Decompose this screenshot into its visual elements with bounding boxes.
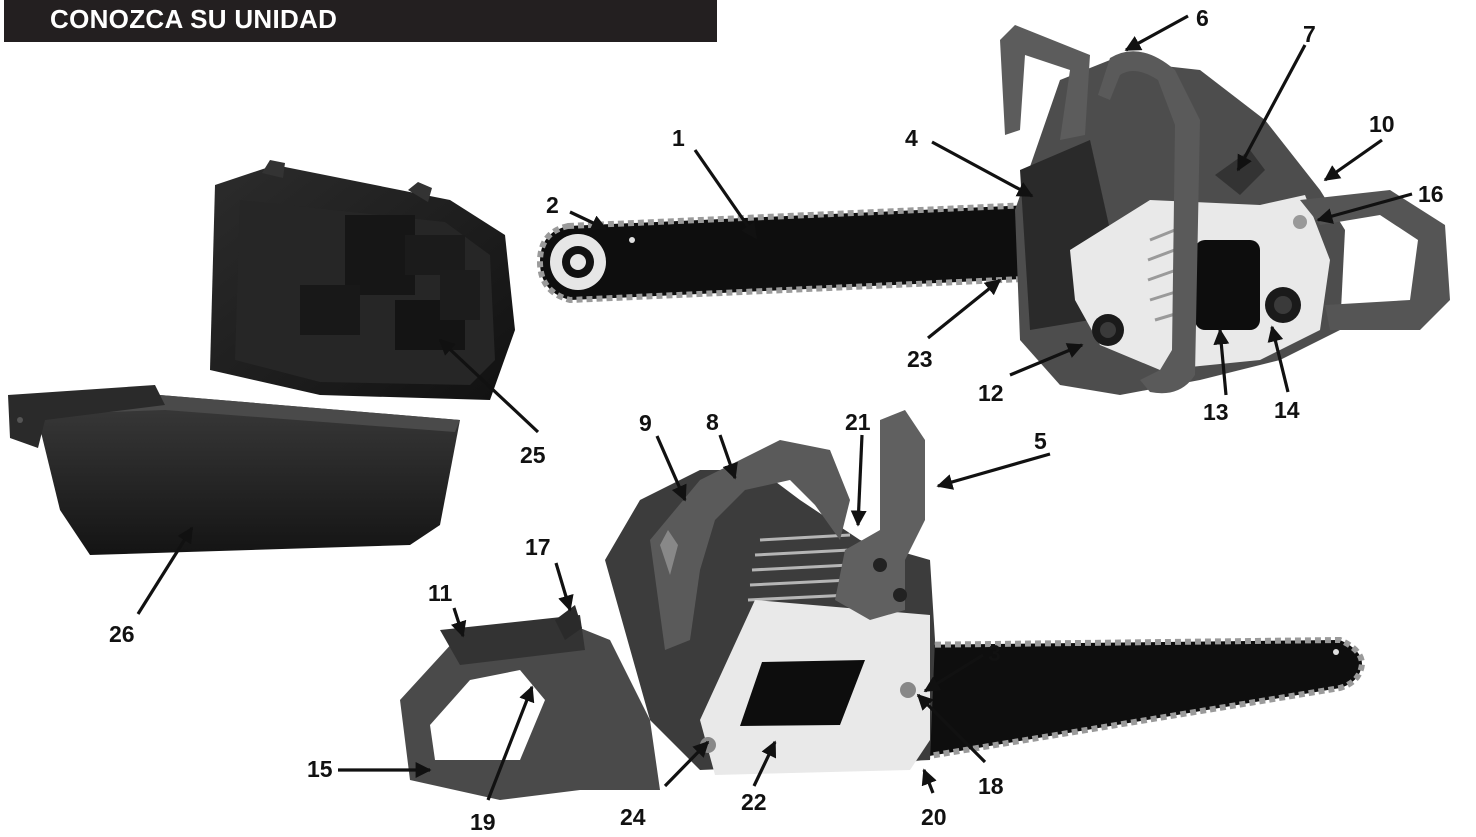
callout-14: 14	[1274, 397, 1300, 423]
callout-17: 17	[525, 534, 551, 560]
callout-5: 5	[1034, 428, 1047, 454]
callout-24: 24	[620, 804, 646, 830]
callout-8: 8	[706, 409, 719, 435]
page-title: CONOZCA SU UNIDAD	[50, 4, 338, 34]
callout-23: 23	[907, 346, 933, 372]
leader-lines	[136, 14, 1413, 801]
callout-19: 19	[470, 809, 496, 835]
callout-18: 18	[978, 773, 1004, 799]
chainsaw-side-view-icon	[536, 25, 1450, 395]
header-bar: CONOZCA SU UNIDAD	[4, 0, 717, 42]
callout-15: 15	[307, 756, 333, 782]
callout-6: 6	[1196, 5, 1209, 31]
callout-2: 2	[546, 192, 559, 218]
carrying-case-icon	[8, 160, 515, 555]
callout-labels: 1 2 3 4 5 6 7 8 9 10 11 12 13 14 15 16 1…	[109, 5, 1444, 835]
callout-26: 26	[109, 621, 135, 647]
chainsaw-opposite-side-view-icon	[400, 410, 1366, 800]
callout-21: 21	[845, 409, 871, 435]
callout-4: 4	[905, 125, 918, 151]
callout-16: 16	[1418, 181, 1444, 207]
callout-22: 22	[741, 789, 767, 815]
callout-11: 11	[428, 580, 453, 606]
callout-10: 10	[1369, 111, 1395, 137]
callout-7: 7	[1303, 21, 1316, 47]
callout-1: 1	[672, 125, 685, 151]
callout-20: 20	[921, 804, 947, 830]
callout-25: 25	[520, 442, 546, 468]
callout-3: 3	[988, 640, 1001, 666]
callout-12: 12	[978, 380, 1004, 406]
callout-9: 9	[639, 410, 652, 436]
callout-13: 13	[1203, 399, 1229, 425]
